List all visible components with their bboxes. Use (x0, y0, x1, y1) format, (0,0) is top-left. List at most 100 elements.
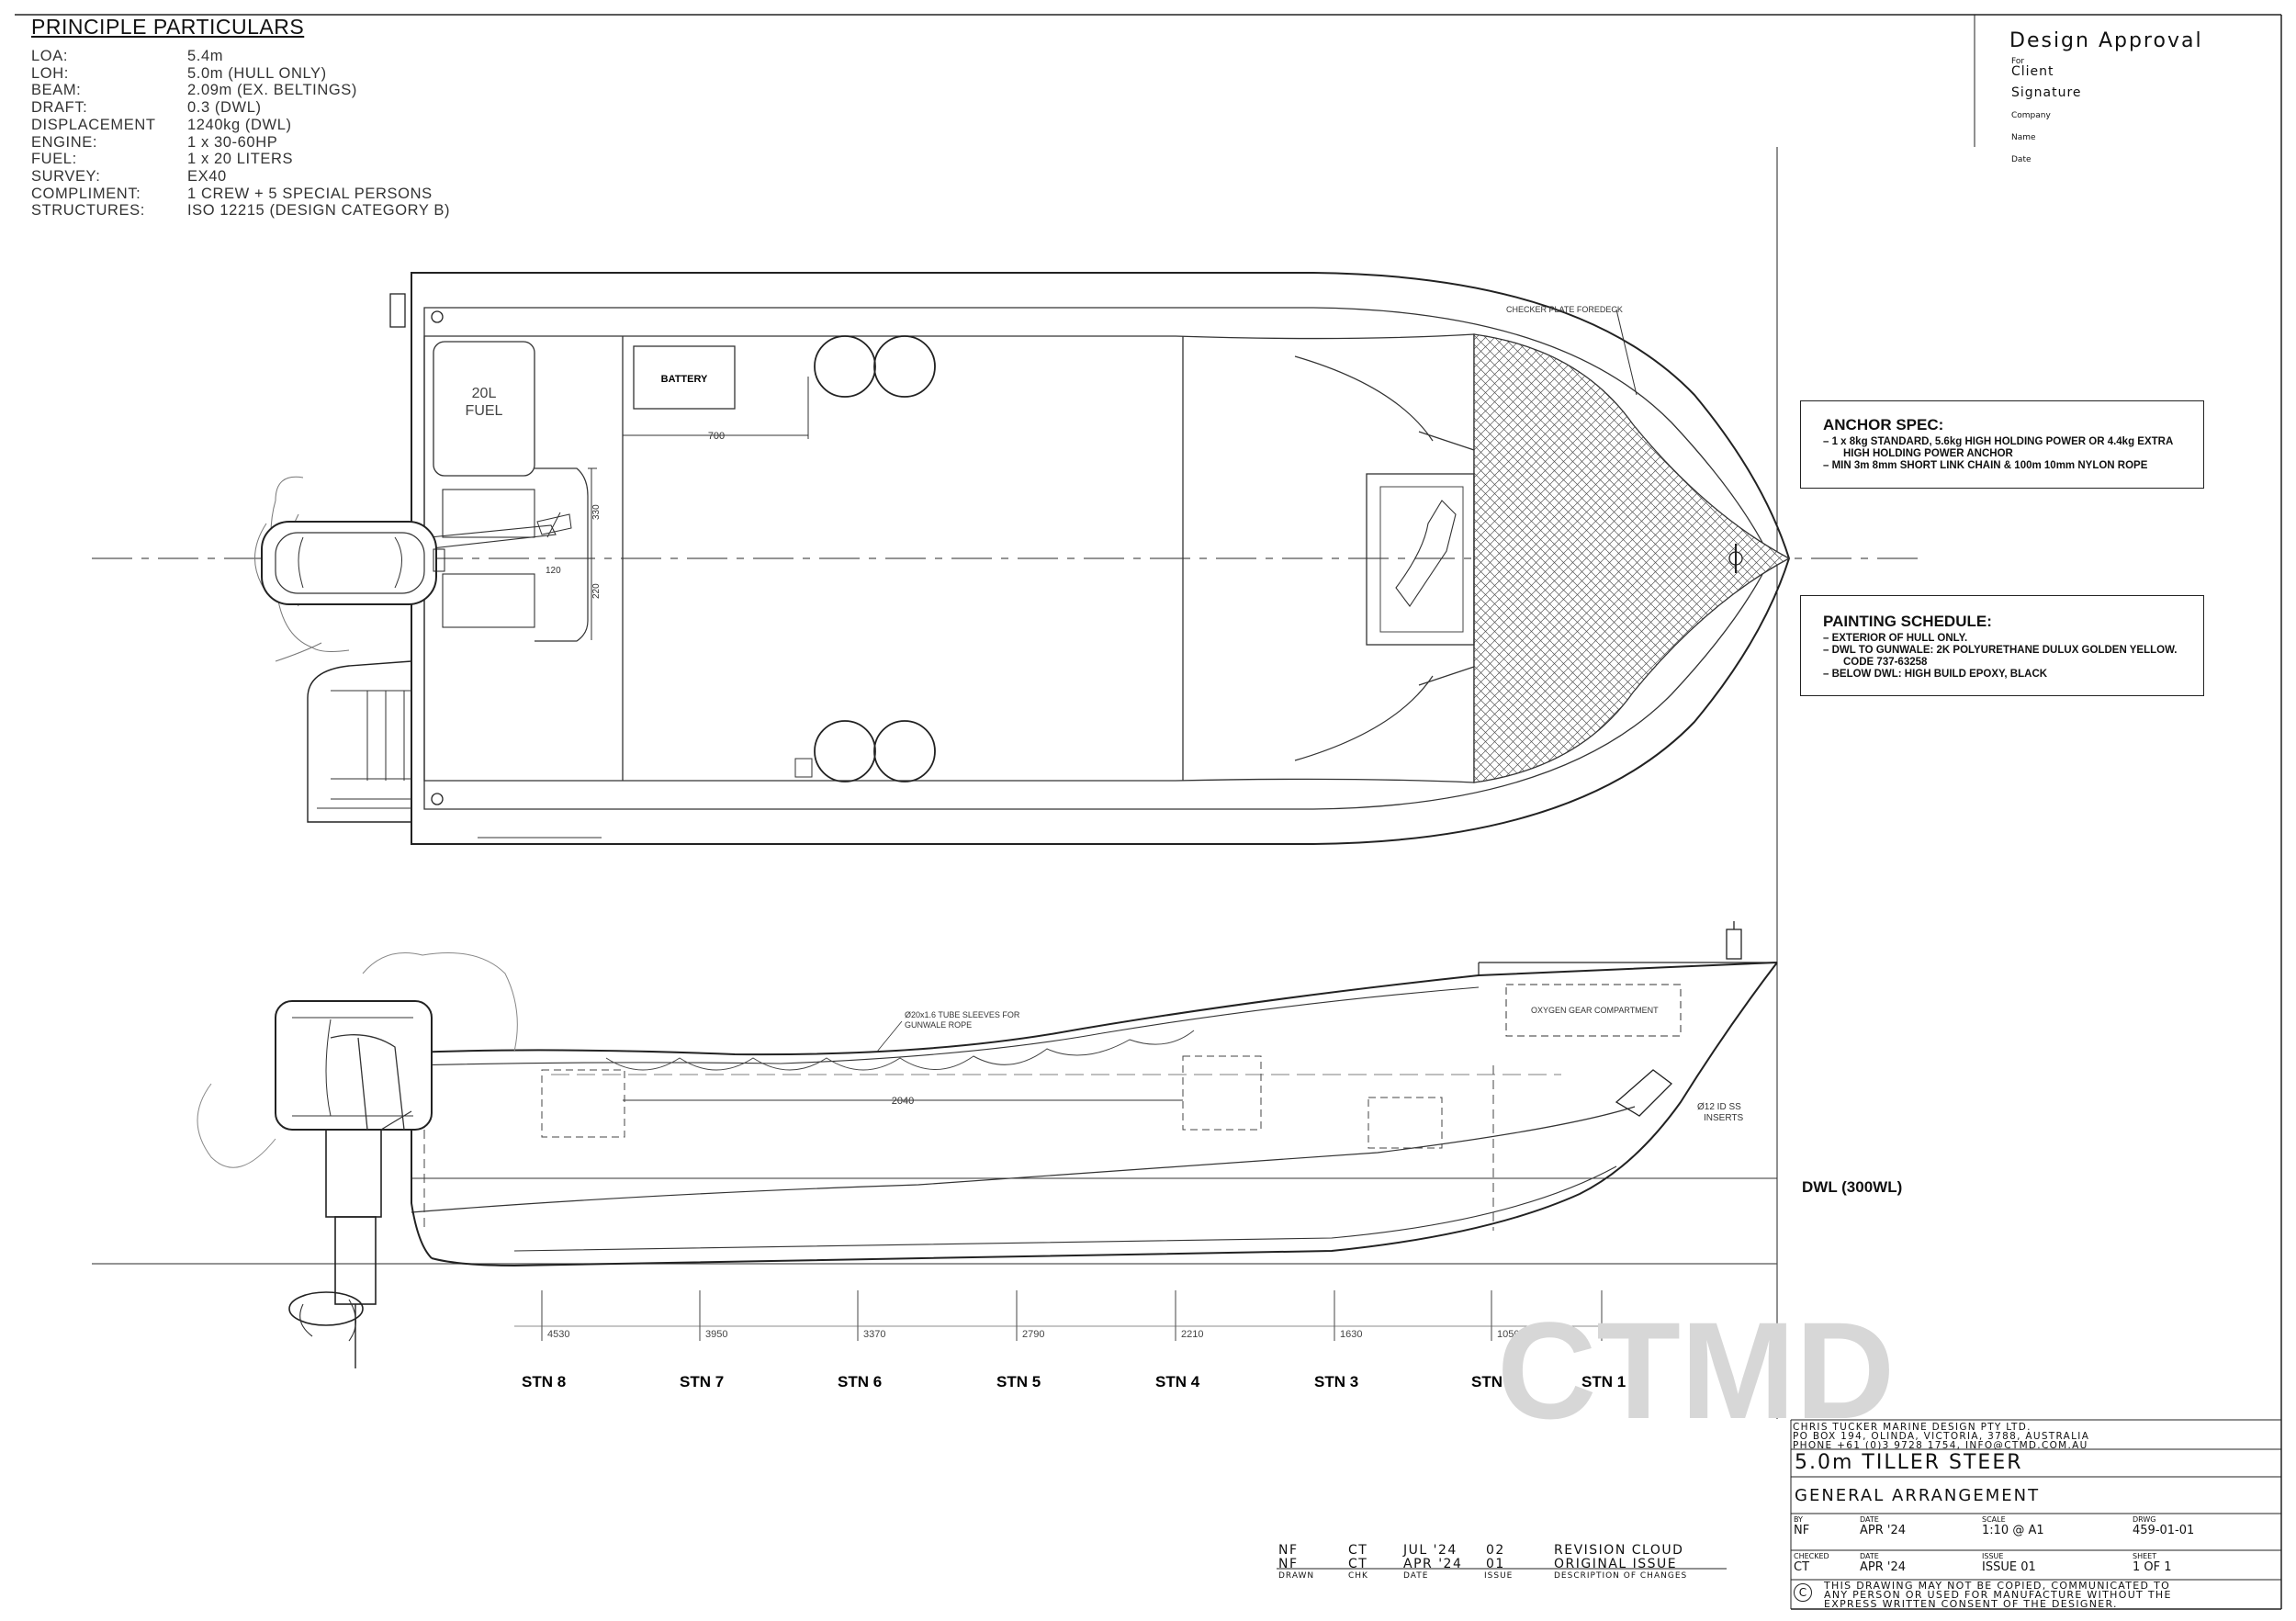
inserts-label-2: INSERTS (1704, 1113, 1743, 1123)
issue-label: ISSUE (1982, 1552, 2004, 1560)
anchor-spec-box: ANCHOR SPEC: – 1 x 8kg STANDARD, 5.6kg H… (1800, 400, 2204, 489)
date-value: APR '24 (1860, 1524, 1907, 1537)
revision-issue: 01 (1486, 1557, 1505, 1571)
particular-value: 5.0m (HULL ONLY) (187, 64, 327, 82)
sheet-label: SHEET (2133, 1552, 2157, 1560)
bottle (873, 335, 936, 398)
rev-header-chk: CHK (1348, 1571, 1368, 1581)
dwl-label: DWL (300WL) (1802, 1178, 1902, 1196)
drawing-title: GENERAL ARRANGEMENT (1795, 1486, 2041, 1505)
copyright-line-3: EXPRESS WRITTEN CONSENT OF THE DESIGNER. (1824, 1598, 2118, 1610)
sheet-value: 1 OF 1 (2133, 1560, 2172, 1574)
painting-schedule-item: – BELOW DWL: HIGH BUILD EPOXY, BLACK (1823, 669, 2048, 680)
station-label: STN 2 (1471, 1373, 1515, 1390)
revision-by: NF (1278, 1543, 1299, 1558)
copyright-icon: C (1794, 1583, 1812, 1602)
revision-by: NF (1278, 1557, 1299, 1571)
bottle (873, 720, 936, 782)
date2-label: DATE (1860, 1552, 1879, 1560)
title-block: CTMD (1277, 1293, 2281, 1610)
station-offset: 650 (1607, 1329, 1624, 1340)
station-label: STN 4 (1155, 1373, 1200, 1390)
station-offset: 4530 (547, 1329, 569, 1340)
approval-date: Date (2011, 155, 2032, 164)
company-name: CHRIS TUCKER MARINE DESIGN PTY LTD. (1793, 1422, 2032, 1433)
station-label: STN 5 (996, 1373, 1041, 1390)
painting-schedule-item: CODE 737-63258 (1843, 657, 1928, 668)
anchor-well (1366, 473, 1475, 646)
particular-value: ISO 12215 (DESIGN CATEGORY B) (187, 202, 451, 220)
painting-schedule-box: PAINTING SCHEDULE: – EXTERIOR OF HULL ON… (1800, 595, 2204, 696)
particular-value: 0.3 (DWL) (187, 99, 262, 117)
dim-220: 220 (591, 583, 602, 599)
outboard-motor-profile (197, 952, 518, 1368)
particular-key: DISPLACEMENT (31, 116, 156, 133)
painting-schedule-item: – EXTERIOR OF HULL ONLY. (1823, 633, 1968, 644)
fuel-label-1: 20L (472, 386, 497, 401)
station-offset: 1630 (1340, 1329, 1362, 1340)
particular-key: SURVEY: (31, 167, 101, 185)
anchor-spec-title: ANCHOR SPEC: (1823, 416, 1944, 433)
outboard-motor-plan (254, 476, 445, 662)
checked-value: CT (1794, 1560, 1810, 1574)
scale-value: 1:10 @ A1 (1982, 1524, 2044, 1537)
dim-120: 120 (546, 566, 561, 576)
dim-330: 330 (591, 504, 602, 520)
checker-plate-label: CHECKER PLATE FOREDECK (1506, 305, 1623, 314)
approval-name: Name (2011, 133, 2036, 142)
revision-chk: CT (1348, 1543, 1368, 1558)
checked-label: CHECKED (1794, 1552, 1829, 1560)
company-address: PO BOX 194, OLINDA, VICTORIA, 3788, AUST… (1793, 1431, 2090, 1442)
issue-value: ISSUE 01 (1982, 1560, 2036, 1574)
battery-label: BATTERY (661, 374, 708, 385)
revision-chk: CT (1348, 1557, 1368, 1571)
rev-header-issue: ISSUE (1484, 1571, 1514, 1581)
particular-value: EX40 (187, 167, 227, 185)
particular-key: STRUCTURES: (31, 202, 145, 220)
leader-line (1615, 309, 1638, 396)
plan-view: 20L FUEL BATTERY 700 330 220 120 (92, 272, 1919, 845)
station-label: STN 8 (522, 1373, 566, 1390)
bottle (814, 720, 876, 782)
ctmd-logo: CTMD (1497, 1293, 1895, 1447)
particular-value: 5.4m (187, 48, 224, 64)
revision-issue: 02 (1486, 1543, 1505, 1558)
approval-company: Company (2011, 111, 2051, 120)
anchor-spec-item: HIGH HOLDING POWER ANCHOR (1843, 448, 2013, 459)
particular-value: 2.09m (EX. BELTINGS) (187, 82, 357, 99)
date-label: DATE (1860, 1515, 1879, 1524)
oxygen-label: OXYGEN GEAR COMPARTMENT (1531, 1006, 1659, 1015)
date2-value: APR '24 (1860, 1560, 1907, 1574)
particular-key: COMPLIMENT: (31, 185, 141, 202)
approval-signature: Signature (2011, 85, 2082, 100)
station-offset: 3370 (863, 1329, 885, 1340)
chine-line (411, 1106, 1636, 1213)
painting-schedule-title: PAINTING SCHEDULE: (1823, 613, 1992, 630)
sheer-line (411, 962, 1778, 1056)
company-contact: PHONE +61 (0)3 9728 1754, INFO@CTMD.COM.… (1793, 1440, 2088, 1451)
rev-header-date: DATE (1403, 1571, 1429, 1581)
bottle (814, 335, 876, 398)
revision-desc: REVISION CLOUD (1554, 1543, 1684, 1558)
particular-key: LOA: (31, 48, 69, 64)
project-title: 5.0m TILLER STEER (1795, 1451, 2023, 1474)
particular-value: 1 x 20 LITERS (187, 151, 294, 168)
anchor-spec-item: – 1 x 8kg STANDARD, 5.6kg HIGH HOLDING P… (1823, 436, 2174, 447)
station-label: STN 1 (1581, 1373, 1626, 1390)
battery-box (633, 345, 736, 410)
oxygen-compartment (1505, 984, 1682, 1037)
particular-value: 1240kg (DWL) (187, 116, 292, 133)
inserts-label-1: Ø12 ID SS (1697, 1102, 1741, 1112)
approval-for: For (2011, 57, 2025, 66)
station-label: STN 7 (680, 1373, 724, 1390)
particulars-title: PRINCIPLE PARTICULARS (31, 15, 305, 39)
copyright-line-2: ANY PERSON OR USED FOR MANUFACTURE WITHO… (1824, 1589, 2172, 1601)
station-offset: 2210 (1181, 1329, 1203, 1340)
profile-view: OXYGEN GEAR COMPARTMENT 2040 Ø20x1.6 TUB… (92, 921, 1902, 1368)
transom-profile (411, 1053, 433, 1259)
fuel-tank (433, 341, 535, 477)
station-offset: 3950 (705, 1329, 727, 1340)
tube-sleeve-label-1: Ø20x1.6 TUBE SLEEVES FOR (905, 1010, 1020, 1019)
